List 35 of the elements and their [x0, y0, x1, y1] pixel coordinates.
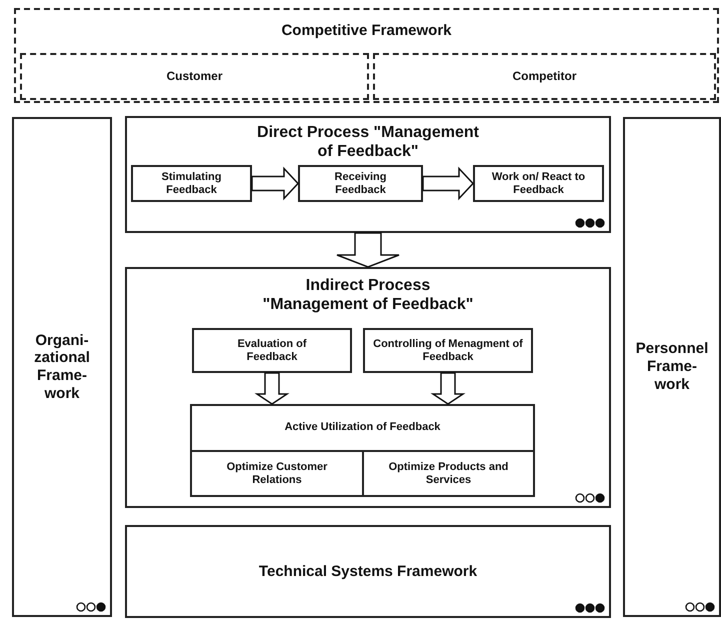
process-box [125, 267, 611, 508]
box-label: Evaluation of Feedback [236, 338, 308, 364]
block-arrow [251, 166, 300, 200]
process-box [363, 328, 533, 373]
box-label: Organi- zational Frame- work [33, 332, 91, 402]
dashed-frame-box [20, 53, 369, 100]
process-box [131, 165, 252, 202]
process-box [623, 117, 721, 617]
block-arrow [336, 232, 400, 268]
block-arrow [422, 166, 474, 200]
process-box [192, 328, 352, 373]
box-label: Personnel Frame- work [634, 340, 710, 394]
block-arrow [254, 372, 290, 405]
box-label: Indirect Process "Management of Feedback" [262, 277, 474, 315]
dashed-frame-box [14, 8, 719, 103]
box-label: Work on/ React to Feedback [490, 170, 586, 196]
process-box [125, 525, 611, 618]
process-box [473, 165, 604, 202]
box-label: Competitor [512, 69, 576, 84]
process-box [190, 404, 535, 497]
box-label: Stimulating Feedback [160, 170, 222, 196]
box-label: Customer [166, 69, 222, 84]
process-box [298, 165, 423, 202]
box-label: Technical Systems Framework [258, 562, 478, 580]
box-label: Direct Process "Management of Feedback" [256, 124, 480, 162]
dashed-frame-box [373, 53, 716, 100]
box-label: Active Utilization of Feedback [284, 421, 440, 434]
box-label: Competitive Framework [281, 22, 452, 40]
box-label: Controlling of Menagment of Feedback [372, 338, 524, 364]
process-box [12, 117, 112, 617]
box-label: Receiving Feedback [334, 170, 388, 196]
box-label: Optimize Products and Services [388, 460, 510, 486]
block-arrow [430, 372, 466, 405]
box-label: Optimize Customer Relations [226, 460, 328, 486]
process-box [125, 116, 611, 233]
